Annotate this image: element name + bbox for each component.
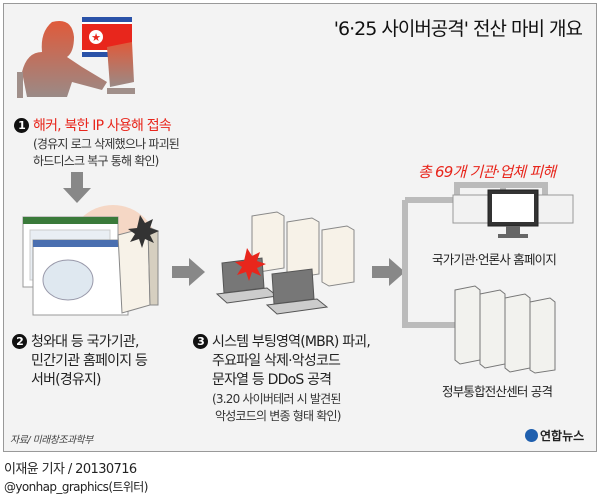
step1-detail-2: 하드디스크 복구 통해 확인) [33, 154, 159, 168]
step2-line-3: 서버(경유지) [31, 372, 102, 388]
page-title: '6·25 사이버공격' 전산 마비 개요 [333, 18, 583, 40]
attack-servers-illustration [215, 211, 355, 315]
hacker-illustration: ★ [17, 17, 135, 98]
arrow-right-icon [172, 258, 205, 286]
data-center-servers-illustration [454, 285, 556, 374]
step3-line-3: 문자열 등 DDoS 공격 [212, 372, 332, 388]
arrow-down-icon [63, 172, 91, 203]
step1-detail-1: (경유지 로그 삭제했으나 파괴된 [33, 137, 180, 151]
step3-detail-1: (3.20 사이버테러 시 발견된 [212, 392, 341, 406]
source-credit: 자료/ 미래창조과학부 [10, 435, 93, 446]
arrow-right-icon [372, 258, 405, 286]
byline-author: 이재윤 기자 / 20130716 [4, 462, 137, 477]
hacked-servers-illustration [22, 205, 159, 316]
target-homepages-label: 국가기관·언론사 홈페이지 [432, 252, 557, 267]
damage-headline: 총 69개 기관·업체 피해 [418, 163, 556, 181]
monitors-illustration [452, 189, 574, 238]
step3-detail-2: 악성코드의 변종 형태 확인) [212, 409, 341, 423]
step2-line-2: 민간기관 홈페이지 등 [31, 353, 148, 369]
yonhap-logo-icon [525, 429, 538, 442]
yonhap-logo: 연합뉴스 [525, 427, 584, 444]
svg-text:★: ★ [91, 31, 101, 44]
target-data-center-label: 정부통합전산센터 공격 [442, 384, 553, 399]
byline-twitter: @yonhap_graphics(트위터) [4, 480, 148, 494]
step3-line-2: 주요파일 삭제·악성코드 [212, 353, 341, 369]
north-korea-flag-icon: ★ [82, 17, 132, 57]
